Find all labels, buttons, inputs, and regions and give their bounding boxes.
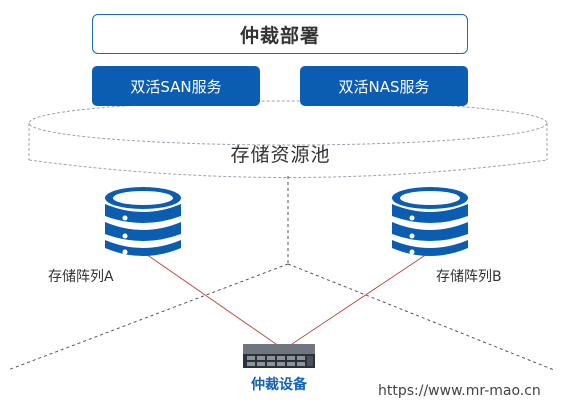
- pool-bottom-curve: [28, 159, 548, 178]
- quorum-links: [142, 251, 431, 345]
- database-icon: [392, 187, 468, 256]
- dashed-topology-lines: [7, 176, 555, 371]
- pool-top-ellipse: [28, 100, 548, 146]
- array-a-label: 存储阵列A: [48, 269, 114, 285]
- san-service-label: 双活SAN服务: [130, 77, 222, 96]
- database-icon: [105, 187, 181, 256]
- watermark-url: https://www.mr-mao.cn: [378, 383, 541, 399]
- link-array-a: [142, 251, 277, 345]
- quorum-device-label: 仲裁设备: [251, 377, 307, 393]
- link-array-b: [291, 251, 431, 345]
- arbitration-title: 仲裁部署: [239, 24, 320, 47]
- nas-service-label: 双活NAS服务: [338, 77, 430, 96]
- right-ground-line: [287, 263, 555, 371]
- array-b-label: 存储阵列B: [436, 269, 502, 285]
- arbitration-deployment-box: 仲裁部署: [92, 14, 468, 54]
- left-ground-line: [7, 263, 289, 371]
- storage-pool-cylinder: [28, 100, 548, 178]
- server-icon: [243, 344, 315, 368]
- nas-service-box: 双活NAS服务: [300, 66, 468, 106]
- san-service-box: 双活SAN服务: [92, 66, 260, 106]
- storage-pool-label: 存储资源池: [230, 144, 331, 166]
